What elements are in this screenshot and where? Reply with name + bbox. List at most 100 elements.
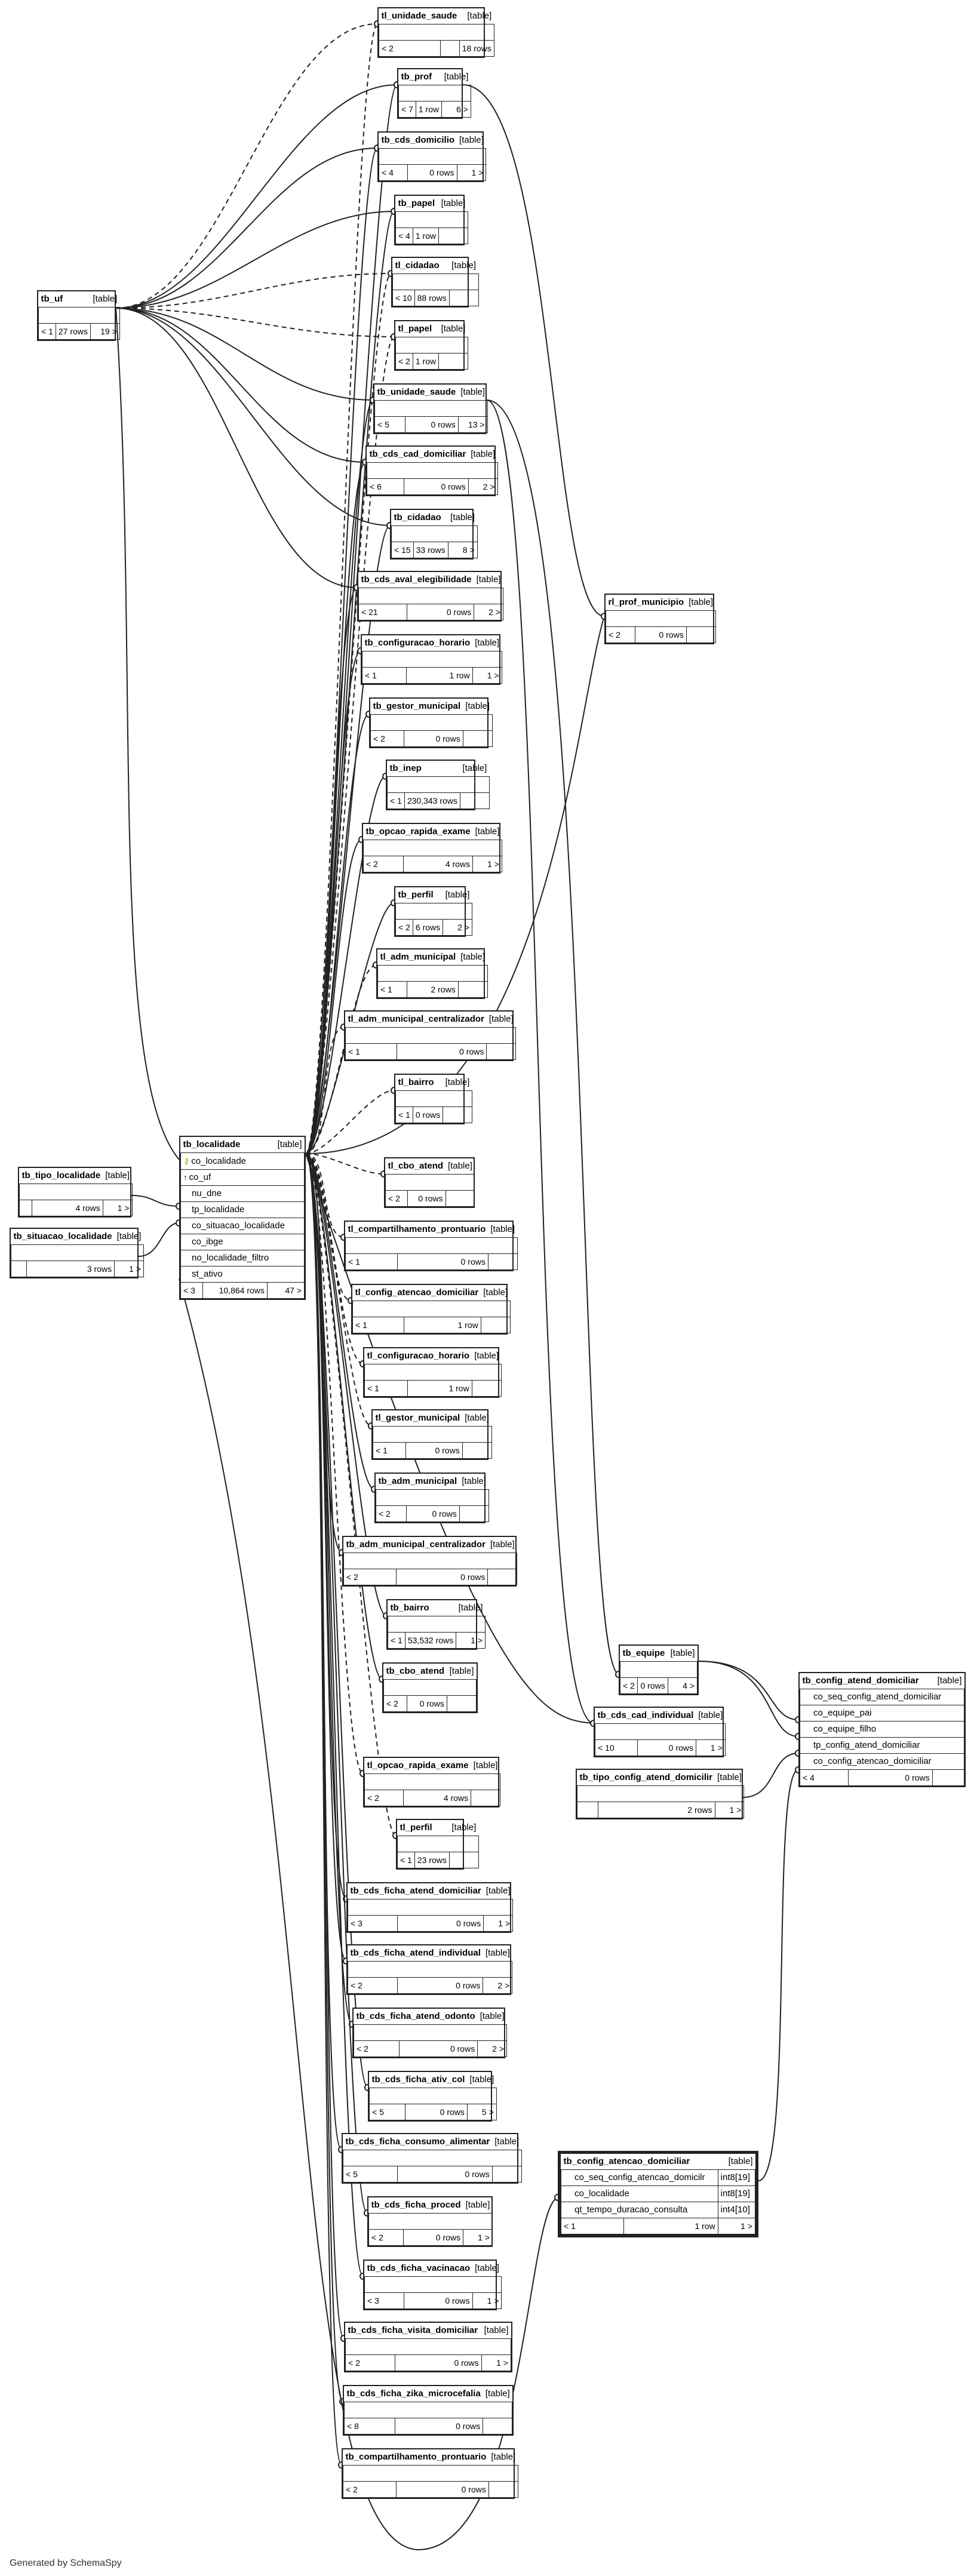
parents-count[interactable]: < 6 xyxy=(367,478,404,495)
table-tl-adm-municipal-centralizador[interactable]: tl_adm_municipal_centralizador[table]< 1… xyxy=(344,1010,517,1061)
children-count[interactable] xyxy=(443,1106,472,1123)
table-name[interactable]: tb_tipo_config_atend_domicilir xyxy=(579,1772,713,1782)
parents-count[interactable]: < 4 xyxy=(395,228,413,244)
children-count[interactable] xyxy=(438,353,468,370)
table-name[interactable]: tb_cds_ficha_atend_domiciliar xyxy=(350,1886,481,1896)
column-row[interactable]: tp_config_atend_domiciliar xyxy=(800,1737,964,1754)
parents-count[interactable]: < 1 xyxy=(362,667,407,684)
children-count[interactable]: 1 > xyxy=(483,1915,514,1932)
parents-count[interactable]: < 1 xyxy=(387,792,405,809)
parents-count[interactable]: < 10 xyxy=(392,290,415,306)
children-count[interactable]: 1 > xyxy=(472,856,502,872)
table-name[interactable]: tb_cidadao xyxy=(394,512,441,522)
table-name[interactable]: tl_cbo_atend xyxy=(388,1161,444,1171)
column-row[interactable]: no_localidade_filtro xyxy=(180,1250,305,1267)
table-tb-adm-municipal-centralizador[interactable]: tb_adm_municipal_centralizador[table]< 2… xyxy=(342,1536,518,1587)
children-count[interactable] xyxy=(471,1790,500,1806)
column-row[interactable]: co_situacao_localidade xyxy=(180,1218,305,1234)
parents-count[interactable]: < 2 xyxy=(370,730,405,747)
table-name[interactable]: tb_cbo_atend xyxy=(386,1666,445,1676)
table-name[interactable]: tl_configuracao_horario xyxy=(367,1351,470,1361)
table-name[interactable]: tl_bairro xyxy=(398,1077,434,1087)
parents-count[interactable]: < 1 xyxy=(395,1106,413,1123)
parents-count[interactable]: < 3 xyxy=(348,1915,398,1932)
children-count[interactable]: 19 > xyxy=(90,323,120,340)
table-name[interactable]: tb_localidade xyxy=(183,1139,241,1149)
parents-count[interactable]: < 2 xyxy=(343,2481,397,2498)
table-name[interactable]: tb_compartilhamento_prontuario xyxy=(345,2452,487,2462)
table-tb-config-atencao-domiciliar[interactable]: tb_config_atencao_domiciliar[table]co_se… xyxy=(558,2151,758,2237)
column-row[interactable]: co_equipe_filho xyxy=(800,1721,964,1738)
children-count[interactable] xyxy=(487,1253,518,1270)
parents-count[interactable]: < 2 xyxy=(395,919,413,936)
parents-count[interactable]: < 2 xyxy=(376,1505,407,1522)
column-row[interactable]: co_ibge xyxy=(180,1234,305,1250)
children-count[interactable] xyxy=(932,1769,965,1786)
parents-count[interactable]: < 15 xyxy=(391,542,414,558)
children-count[interactable]: 1 > xyxy=(481,2354,512,2371)
column-row[interactable]: co_seq_config_atend_domiciliar xyxy=(800,1689,964,1705)
table-name[interactable]: tb_tipo_localidade xyxy=(21,1170,101,1181)
parents-count[interactable]: < 2 xyxy=(368,2229,404,2246)
table-tl-compartilhamento-prontuario[interactable]: tl_compartilhamento_prontuario[table]< 1… xyxy=(344,1221,518,1271)
children-count[interactable]: 1 > xyxy=(102,1200,133,1216)
parents-count[interactable]: < 1 xyxy=(377,981,408,998)
parents-count[interactable] xyxy=(19,1200,33,1216)
parents-count[interactable]: < 5 xyxy=(374,416,405,433)
children-count[interactable]: 1 > xyxy=(717,2218,756,2234)
table-name[interactable]: tb_config_atend_domiciliar xyxy=(802,1676,919,1686)
parents-count[interactable]: < 8 xyxy=(344,2418,395,2434)
children-count[interactable] xyxy=(459,1505,489,1522)
table-name[interactable]: tb_cds_cad_individual xyxy=(597,1710,694,1720)
table-name[interactable]: tb_configuracao_horario xyxy=(364,638,471,648)
parents-count[interactable]: < 1 xyxy=(364,1380,408,1397)
table-name[interactable]: tb_adm_municipal_centralizador xyxy=(346,1539,486,1550)
children-count[interactable] xyxy=(686,626,716,643)
table-name[interactable]: tl_config_atencao_domiciliar xyxy=(355,1287,479,1298)
parents-count[interactable]: < 1 xyxy=(388,1632,405,1649)
table-tb-localidade[interactable]: tb_localidade[table]⚷co_localidade↑co_uf… xyxy=(179,1136,306,1300)
parents-count[interactable]: < 2 xyxy=(364,1790,404,1806)
parents-count[interactable]: < 4 xyxy=(800,1769,849,1786)
children-count[interactable]: 1 > xyxy=(456,1632,486,1649)
column-row[interactable]: co_config_atencao_domiciliar xyxy=(800,1753,964,1770)
table-name[interactable]: tb_uf xyxy=(41,294,63,304)
children-count[interactable] xyxy=(471,1380,502,1397)
children-count[interactable]: 1 > xyxy=(695,1739,726,1756)
children-count[interactable]: 5 > xyxy=(466,2104,497,2120)
column-row[interactable]: ⚷co_localidade xyxy=(180,1152,305,1170)
children-count[interactable]: 2 > xyxy=(483,1977,513,1994)
table-name[interactable]: tb_prof xyxy=(401,72,432,82)
table-name[interactable]: tb_gestor_municipal xyxy=(373,701,461,711)
children-count[interactable] xyxy=(488,2481,518,2498)
table-name[interactable]: tb_cds_ficha_atend_individual xyxy=(350,1948,481,1958)
parents-count[interactable]: < 3 xyxy=(364,2292,404,2309)
children-count[interactable]: 13 > xyxy=(457,416,488,433)
parents-count[interactable]: < 1 xyxy=(397,1852,415,1868)
table-name[interactable]: tb_config_atencao_domiciliar xyxy=(563,2156,690,2166)
parents-count[interactable]: < 10 xyxy=(594,1739,638,1756)
children-count[interactable] xyxy=(483,2418,513,2434)
table-name[interactable]: tb_situacao_localidade xyxy=(13,1231,112,1241)
table-name[interactable]: tb_unidade_saude xyxy=(377,387,456,397)
column-row[interactable]: nu_dne xyxy=(180,1185,305,1202)
parents-count[interactable]: < 2 xyxy=(385,1190,408,1207)
table-tb-tipo-config-atend-domicilir[interactable]: tb_tipo_config_atend_domicilir[table]2 r… xyxy=(576,1769,745,1819)
children-count[interactable]: 47 > xyxy=(266,1282,305,1299)
children-count[interactable] xyxy=(462,730,493,747)
children-count[interactable]: 1 > xyxy=(472,667,502,684)
